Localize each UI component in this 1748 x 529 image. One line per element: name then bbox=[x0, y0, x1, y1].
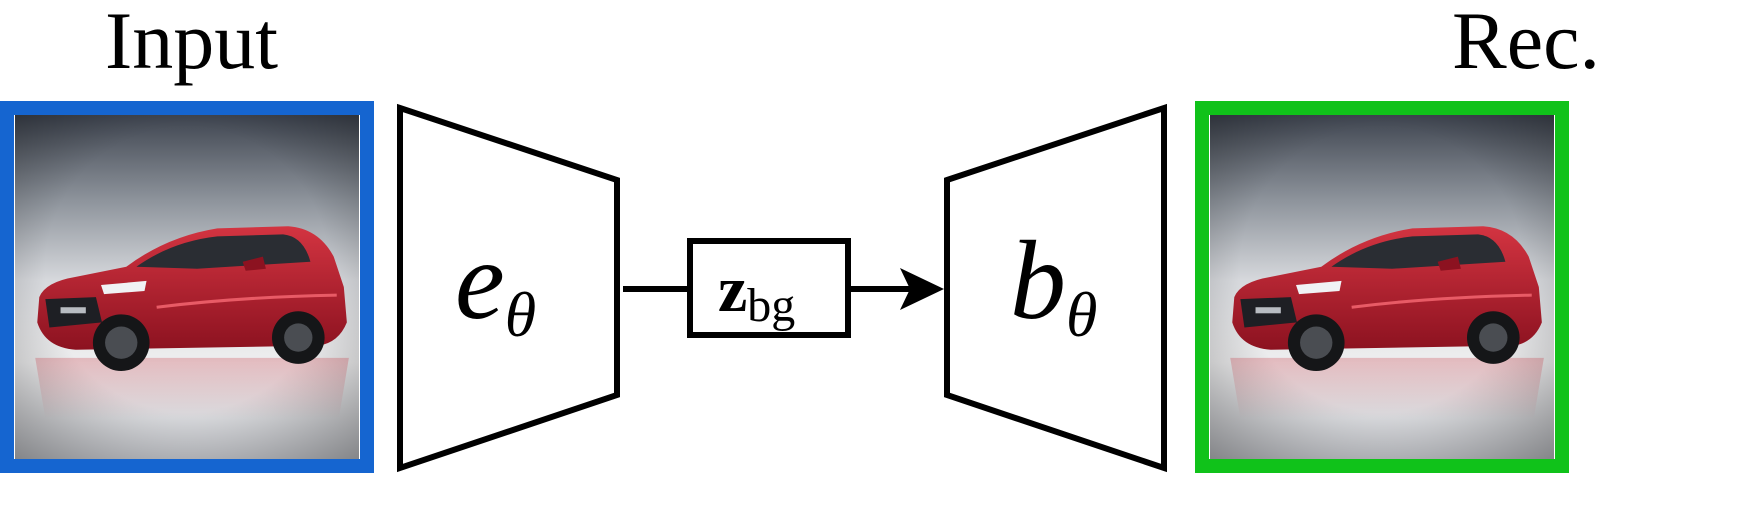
input-image bbox=[15, 115, 359, 459]
reconstruction-image bbox=[1210, 115, 1554, 459]
